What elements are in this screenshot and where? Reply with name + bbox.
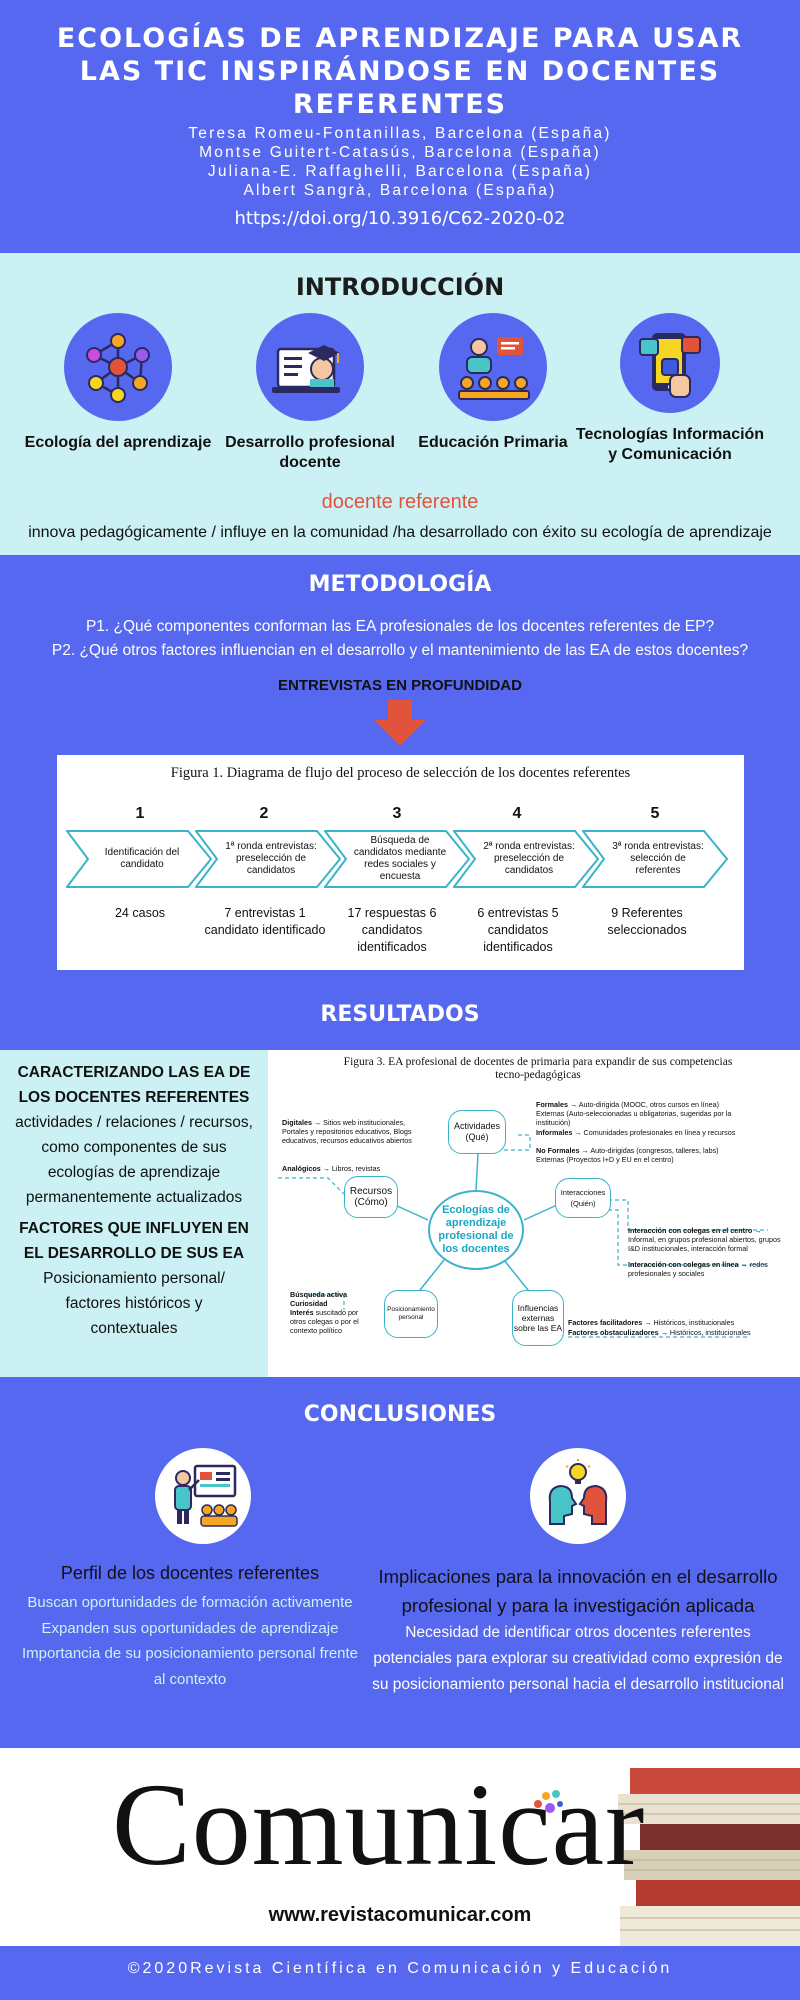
step-result: 17 respuestas 6 candidatos identificados [347,906,437,954]
reference-teacher-title: docente referente [321,491,479,513]
presenter-icon [155,1448,251,1544]
research-question-2: P2. ¿Qué otros factores influencian en e… [51,642,749,659]
social-media-icon [620,313,720,413]
note-interaccion-linea: Interacción con colegas en línea → redes… [628,1260,768,1278]
conclusion-1-line: Importancia de su posicionamiento person… [21,1645,359,1688]
website-link[interactable]: www.revistacomunicar.com [268,1904,532,1926]
results-title: RESULTADOS [320,1002,480,1027]
conclusion-1-line: Expanden sus oportunidades de aprendizaj… [41,1619,339,1637]
step-number: 3 [392,805,402,822]
note-formales: Formales → Auto-dirigida (MOOC, otros cu… [536,1100,732,1127]
page-title: ECOLOGÍAS DE APRENDIZAJE PARA USAR LAS T… [56,23,744,120]
results-text-1: actividades / relaciones / recursos, com… [15,1114,253,1206]
comunicar-logo: Comunicar [112,1759,646,1890]
results-heading-2: FACTORES QUE INFLUYEN EN EL DESARROLLO D… [19,1220,249,1262]
flow-step-text: 3ª ronda entrevistas: selección de refer… [612,841,704,876]
intro-item-label: Desarrollo profesional docente [225,434,395,471]
step-number: 5 [650,805,660,822]
header: ECOLOGÍAS DE APRENDIZAJE PARA USAR LAS T… [0,0,800,250]
flow-step: 1ª ronda entrevistas: preselección de ca… [195,830,341,888]
intro-item-primary: Educación Primaria [398,313,588,453]
note-interaccion-centro: Interacción con colegas en el centro → I… [628,1226,781,1253]
classroom-icon [439,313,547,421]
figure-caption: Figura 1. Diagrama de flujo del proceso … [170,765,631,781]
intro-item-development: Desarrollo profesional docente [215,313,405,473]
author: Juliana-E. Raffaghelli, Barcelona (Españ… [207,163,593,180]
note-noformales: No Formales → Auto-dirigidas (congresos,… [536,1146,719,1164]
step-number: 4 [512,805,522,822]
logo-area: Comunicar www.revistacomunicar.com [0,1748,800,1946]
mindmap-center: Ecologías de aprendizaje profesional de … [428,1190,524,1270]
research-question-1: P1. ¿Qué componentes conforman las EA pr… [85,618,715,635]
mindmap-node-posicionamiento: Posicionamiento personal [384,1290,438,1338]
step-result: 6 entrevistas 5 candidatos identificados [477,906,559,954]
reference-teacher-text: innova pedagógicamente / influye en la c… [28,524,772,541]
logo-dots-icon [534,1790,563,1813]
results-summary: CARACTERIZANDO LAS EA DE LOS DOCENTES RE… [0,1050,268,1377]
intro-title: INTRODUCCIÓN [295,273,505,301]
note-analogicos: Analógicos → Libros, revistas [282,1164,381,1173]
step-result: 7 entrevistas 1 candidato identificado [204,906,326,937]
flow-step-text: Identificación del candidato [104,847,180,870]
step-result: 24 casos [114,906,166,920]
interviews-label: ENTREVISTAS EN PROFUNDIDAD [278,677,522,694]
idea-heads-icon [530,1448,626,1544]
intro-section: INTRODUCCIÓN Ecología del aprend [0,253,800,555]
mindmap-node-interacciones: Interacciones (Quién) [555,1178,611,1218]
intro-item-ict: Tecnologías Información y Comunicación [575,313,765,465]
conclusion-1-text: Buscan oportunidades de formación activa… [20,1590,360,1692]
flow-diagram-figure: Figura 1. Diagrama de flujo del proceso … [57,755,744,970]
doi-link[interactable]: https://doi.org/10.3916/C62-2020-02 [234,208,566,229]
note-factores-facilitadores: Factores facilitadores → Históricos, ins… [568,1318,735,1327]
note-informales: Informales → Comunidades profesionales e… [536,1128,736,1137]
conclusion-1-title: Perfil de los docentes referentes [60,1563,320,1583]
books-stack-image [618,1768,800,1946]
intro-item-label: Ecología del aprendizaje [24,434,212,451]
mindmap-node-recursos: Recursos (Cómo) [344,1176,398,1218]
results-heading-1: CARACTERIZANDO LAS EA DE LOS DOCENTES RE… [17,1064,251,1106]
conclusions-title: CONCLUSIONES [303,1402,497,1427]
graduate-laptop-icon [256,313,364,421]
step-result: 9 Referentes seleccionados [607,906,687,937]
conclusion-2-text: Necesidad de identificar otros docentes … [372,1624,784,1693]
author: Teresa Romeu-Fontanillas, Barcelona (Esp… [188,125,612,142]
arrow-down-icon [372,700,428,748]
intro-item-label: Educación Primaria [418,434,568,451]
intro-item-ecology: Ecología del aprendizaje [23,313,213,453]
flow-step-text: 2ª ronda entrevistas: preselección de ca… [483,841,575,876]
flow-step: 3ª ronda entrevistas: selección de refer… [582,830,728,888]
copyright: ©2020Revista Científica en Comunicación … [127,1960,673,1977]
conclusion-2-title: Implicaciones para la innovación en el d… [378,1566,778,1616]
flow-step: 2ª ronda entrevistas: preselección de ca… [453,830,599,888]
flow-step-text: Búsqueda de candidatos mediante redes so… [353,835,447,882]
intro-item-label: Tecnologías Información y Comunicación [575,426,765,463]
conclusion-1-line: Buscan oportunidades de formación activa… [27,1594,353,1611]
methodology-title: METODOLOGÍA [308,572,492,597]
mindmap-node-influencias: Influencias externas sobre las EA [512,1290,564,1346]
authors: Teresa Romeu-Fontanillas, Barcelona (Esp… [100,124,700,200]
mindmap-node-actividades: Actividades (Qué) [448,1110,506,1154]
note-factores-obstaculizadores: Factores obstaculizadores → Históricos, … [568,1328,751,1337]
flow-step-text: 1ª ronda entrevistas: preselección de ca… [225,841,317,876]
author: Montse Guitert-Catasús, Barcelona (Españ… [199,144,601,161]
network-icon [64,313,172,421]
step-number: 2 [259,805,269,822]
author: Albert Sangrà, Barcelona (España) [243,182,557,199]
results-text-2: Posicionamiento personal/ factores histó… [43,1270,225,1337]
flow-step: Búsqueda de candidatos mediante redes so… [324,830,470,888]
figure-caption: Figura 3. EA profesional de docentes de … [343,1056,733,1081]
ecology-mindmap-figure: Figura 3. EA profesional de docentes de … [268,1050,800,1377]
note-digitales: Digitales → Sitios web institucionales, … [282,1118,412,1145]
flow-step: Identificación del candidato [66,830,212,888]
step-number: 1 [135,805,145,822]
